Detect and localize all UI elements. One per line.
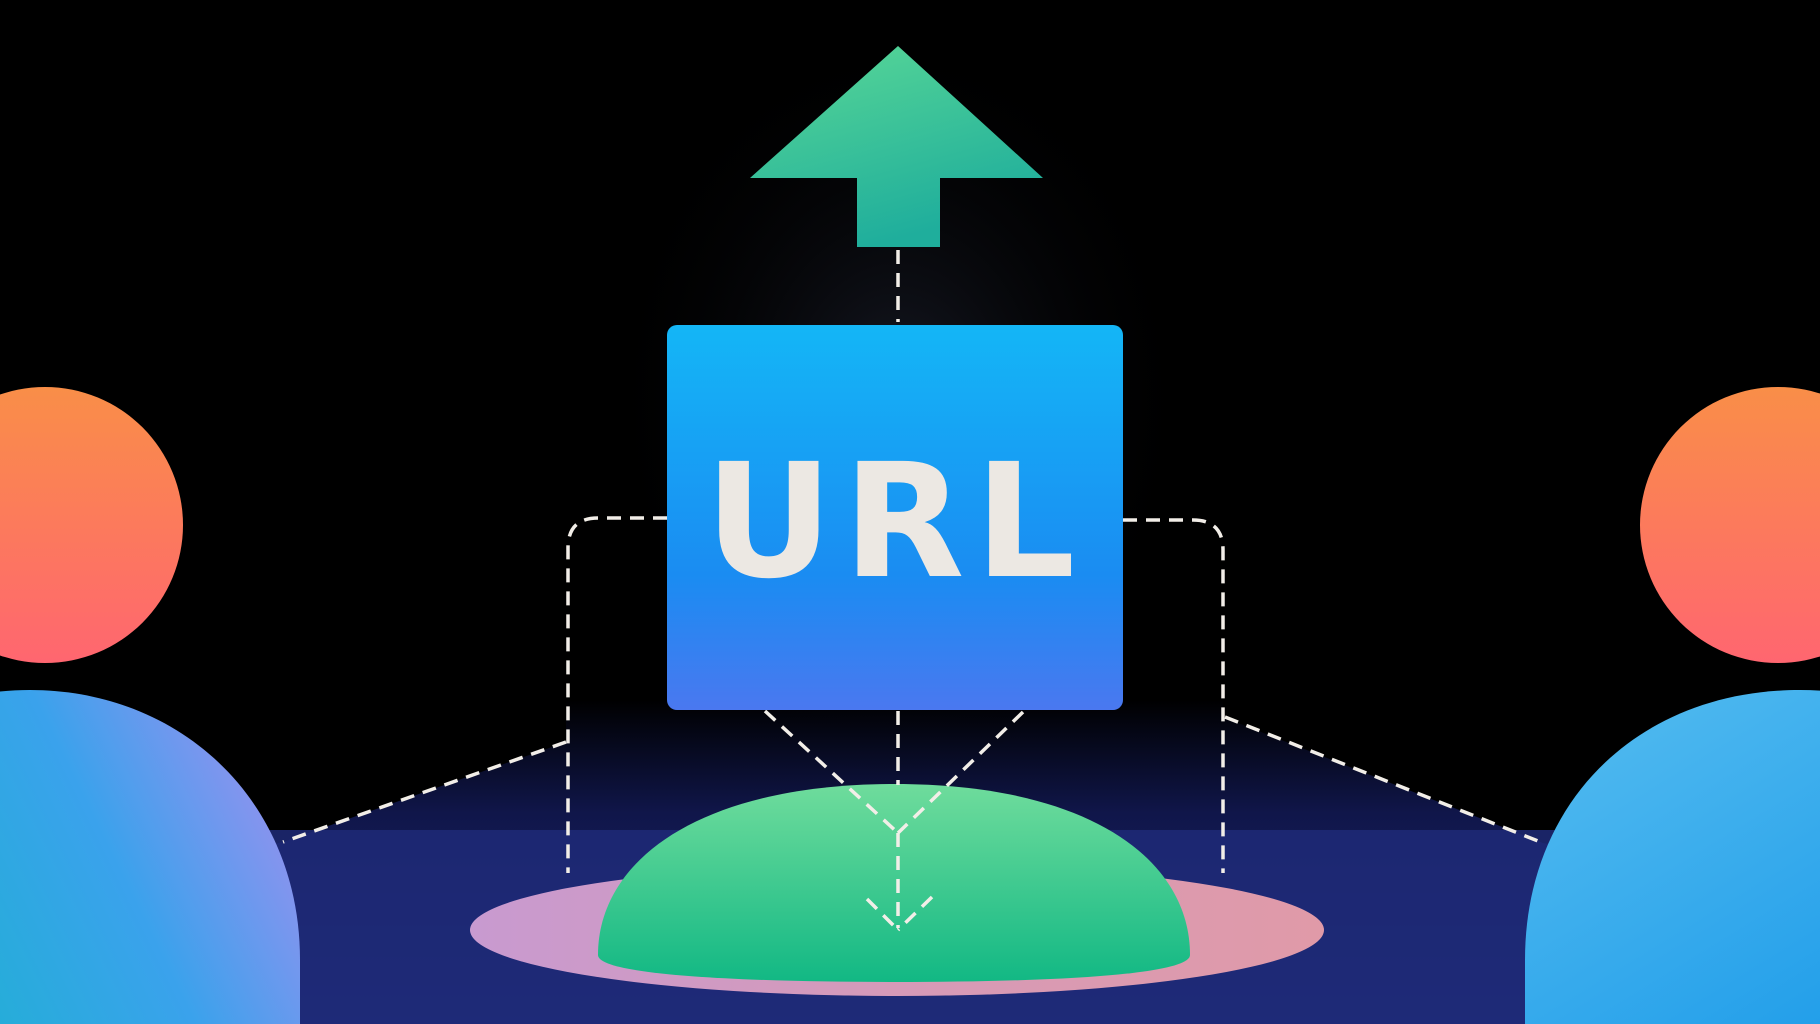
url-card: URL: [667, 325, 1123, 710]
person-left-head: [0, 387, 183, 663]
chevron-down-icon: [865, 895, 934, 932]
left-bracket-connector: [566, 516, 667, 873]
person-left: [0, 387, 300, 1024]
dome: [598, 784, 1190, 982]
right-diagonal-connector: [1224, 715, 1544, 845]
url-label: URL: [705, 430, 1086, 614]
person-left-body: [0, 690, 300, 1024]
url-card-bg: [667, 325, 1123, 710]
up-arrow-icon: [750, 46, 1043, 247]
card-dome-connectors: [763, 709, 1025, 928]
person-right-body: [1525, 690, 1820, 1024]
left-diagonal-connector: [282, 740, 567, 844]
person-right-head: [1640, 387, 1820, 663]
right-bracket-connector: [1123, 518, 1225, 873]
person-right: [1525, 387, 1820, 1024]
dashed-connectors: [282, 250, 1544, 873]
